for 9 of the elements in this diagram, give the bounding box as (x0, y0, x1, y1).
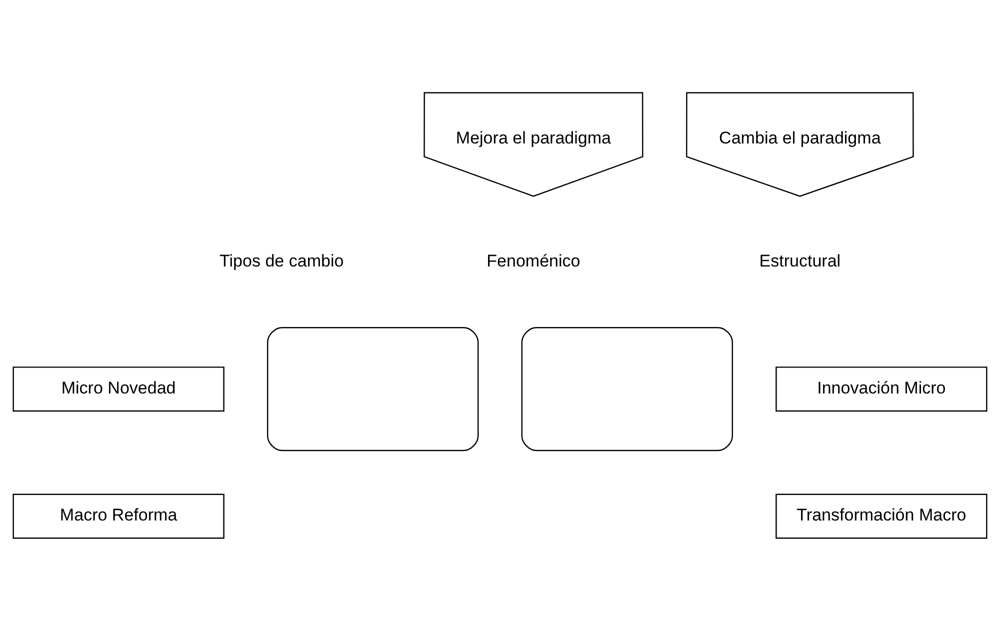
node-box: Macro Reforma (12, 494, 224, 539)
label: Estructural (759, 251, 841, 270)
node-box: Transformación Macro (776, 494, 988, 539)
label: Tipos de cambio (219, 251, 344, 270)
label: Fenoménico (486, 251, 580, 270)
node-box: Innovación Micro (776, 366, 988, 412)
node-box: Micro Novedad (12, 366, 224, 412)
node-box (521, 327, 733, 452)
node-box (267, 327, 479, 452)
